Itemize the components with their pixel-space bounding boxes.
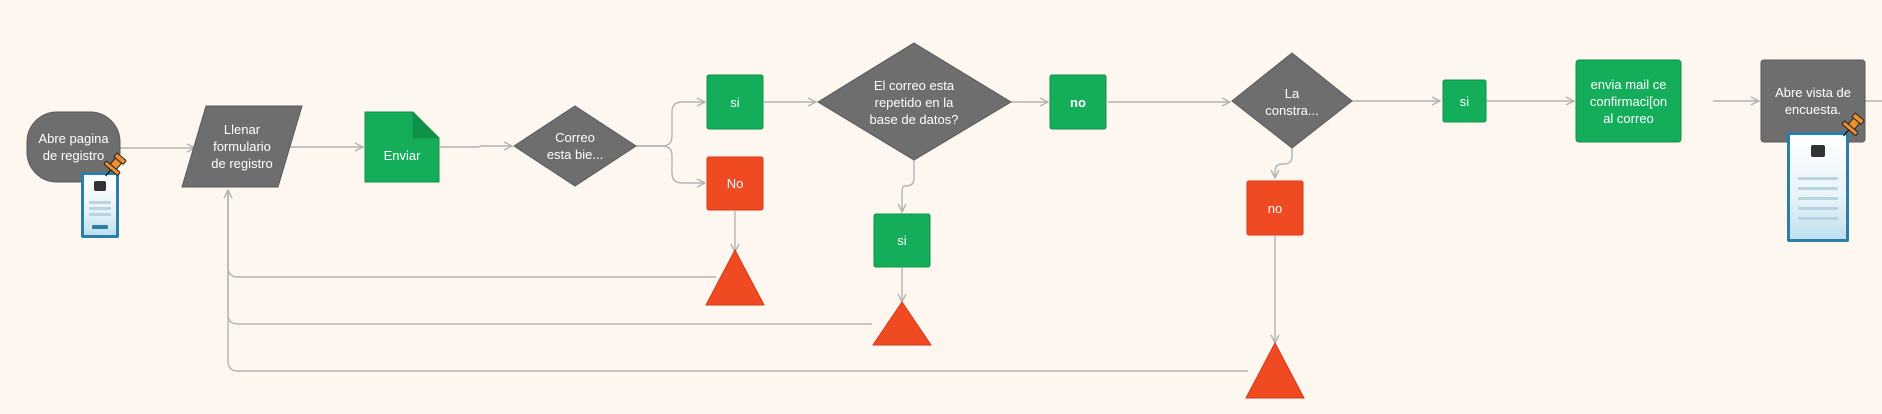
connector-check-to-yes bbox=[636, 102, 705, 147]
fill-form-node[interactable] bbox=[181, 105, 303, 188]
start-node[interactable] bbox=[26, 111, 121, 183]
thumbnail-screen bbox=[1790, 135, 1846, 239]
thumbnail-row bbox=[88, 213, 112, 216]
logo-icon bbox=[1811, 145, 1825, 157]
connector-send-to-check bbox=[440, 146, 512, 147]
warning-triangle-icon bbox=[705, 248, 765, 306]
thumbnail-row bbox=[1798, 207, 1838, 210]
send-mail-node[interactable] bbox=[1575, 59, 1682, 143]
thumbnail-row bbox=[88, 201, 112, 204]
thumbnail-row bbox=[1798, 187, 1838, 190]
pin-icon[interactable] bbox=[1838, 112, 1866, 140]
registration-screen-thumbnail[interactable] bbox=[81, 172, 119, 238]
yes-3-node[interactable] bbox=[1442, 79, 1487, 123]
no-2-node[interactable] bbox=[1049, 74, 1107, 130]
thumbnail-row bbox=[1798, 177, 1838, 180]
logo-icon bbox=[94, 181, 106, 191]
connector-loop-2 bbox=[227, 190, 872, 325]
thumbnail-row bbox=[1798, 197, 1838, 200]
no-3-node[interactable] bbox=[1246, 180, 1304, 236]
connector-loop-3 bbox=[227, 190, 1248, 372]
yes-2-node[interactable] bbox=[873, 213, 931, 268]
thumbnail-screen bbox=[84, 175, 116, 235]
warning-triangle-icon bbox=[872, 301, 932, 346]
check-repeated-node[interactable] bbox=[817, 42, 1012, 161]
check-password-node[interactable] bbox=[1231, 52, 1353, 149]
thumbnail-row bbox=[1798, 217, 1838, 220]
no-1-node[interactable] bbox=[706, 156, 764, 211]
check-email-node[interactable] bbox=[513, 105, 637, 187]
connector-check-to-no bbox=[636, 145, 705, 183]
warning-triangle-icon bbox=[1245, 341, 1305, 399]
yes-1-node[interactable] bbox=[706, 74, 764, 130]
pin-icon[interactable] bbox=[100, 152, 128, 180]
connector-repeated-to-yes2 bbox=[902, 160, 915, 212]
survey-screen-thumbnail[interactable] bbox=[1787, 132, 1849, 242]
document-shape-icon bbox=[412, 112, 439, 139]
connector-password-to-no3 bbox=[1275, 148, 1293, 178]
send-node[interactable] bbox=[364, 111, 440, 183]
connector-loop-1 bbox=[228, 190, 716, 278]
thumbnail-row bbox=[88, 207, 112, 210]
thumbnail-button bbox=[92, 225, 108, 229]
